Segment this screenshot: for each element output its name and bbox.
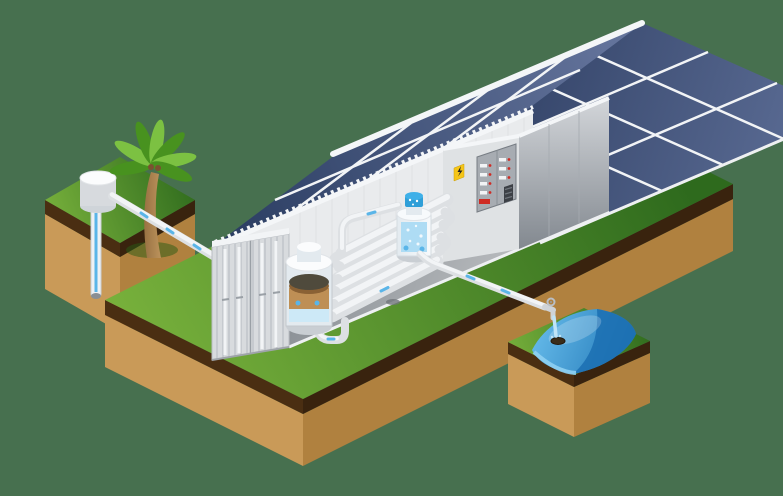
- door-lock-rods: [223, 241, 278, 355]
- breaker-labels: [480, 158, 506, 195]
- water-drop: [419, 246, 425, 252]
- water-drop: [295, 300, 301, 306]
- permeate-riser: [338, 202, 402, 254]
- clean-water-tank: [396, 192, 432, 263]
- splash: [550, 335, 554, 339]
- island-soil-left: [105, 300, 303, 414]
- tap-handwheel-hub: [550, 301, 552, 303]
- palm-trunk: [144, 172, 161, 258]
- pond-sand-left: [508, 354, 574, 437]
- tank-cap-top: [405, 192, 423, 200]
- breaker-indicators: [479, 158, 511, 204]
- container-doors: [211, 228, 290, 361]
- water-tap: [542, 297, 562, 339]
- bladder-fold: [532, 350, 577, 375]
- tank-cap-dots: [408, 198, 419, 206]
- media-filter-tank: [285, 242, 349, 344]
- inlet-hole: [550, 337, 566, 345]
- right-wall-rim: [518, 96, 610, 138]
- container-right-wall: [519, 98, 609, 249]
- palm-frond: [151, 161, 193, 182]
- door-bottom-edge: [211, 346, 290, 361]
- well-lid: [79, 170, 117, 186]
- filter-gravel-layer: [289, 274, 329, 290]
- filter-cap-top: [297, 242, 321, 252]
- feed-pipe: [108, 192, 222, 263]
- back-wall-serration: [214, 105, 534, 244]
- island-sand-right: [303, 199, 733, 466]
- bladder-sheen: [548, 315, 602, 345]
- borehole-pipe: [90, 207, 102, 299]
- riser-highlight: [340, 202, 400, 250]
- tank-bubbles: [406, 224, 423, 246]
- sticker-plate: [453, 163, 465, 182]
- membrane-vessel: [335, 193, 454, 260]
- door-top-rim: [212, 228, 289, 247]
- water-drop: [165, 227, 175, 235]
- feed-pipe-highlight: [109, 192, 221, 260]
- pond-soil-left: [508, 342, 574, 387]
- water-drop: [465, 274, 476, 281]
- water-drop: [500, 288, 511, 295]
- palm-tree: [109, 119, 197, 258]
- electrical-cabinet: [476, 143, 517, 213]
- water-bladder: [532, 309, 636, 375]
- partition-rim: [442, 134, 520, 151]
- pond-soil-right: [574, 341, 650, 387]
- tap-handwheel: [546, 297, 556, 307]
- splash: [558, 334, 562, 338]
- well-plot-soil-right: [120, 200, 195, 257]
- bladder-shade: [573, 309, 636, 374]
- outlet-pipe: [416, 250, 549, 311]
- ground-array-rail: [539, 137, 783, 245]
- borehole-tip: [91, 293, 101, 299]
- coconut: [148, 164, 154, 170]
- water-well: [79, 170, 117, 213]
- island-sand-left: [105, 315, 303, 466]
- tank-collar: [406, 205, 422, 215]
- ridge-beam: [330, 20, 645, 157]
- pond-sand-right: [574, 353, 650, 437]
- water-drop: [139, 211, 149, 219]
- water-drop: [314, 300, 320, 306]
- water-drop: [403, 245, 409, 251]
- back-wall-rim: [212, 108, 534, 250]
- palm-crown: [109, 119, 197, 182]
- roof-solar-array: [215, 25, 640, 245]
- roof-array-grid: [274, 57, 581, 214]
- filter-water-layer: [289, 308, 329, 322]
- storage-pond-plot: [508, 308, 650, 437]
- high-voltage-sticker: [453, 163, 465, 182]
- coconut: [155, 165, 161, 171]
- lightning-icon: [457, 166, 463, 177]
- well-plot-sand-left: [45, 214, 120, 332]
- floor-drain: [386, 299, 400, 305]
- palm-frond: [114, 140, 155, 167]
- water-drop: [379, 286, 390, 293]
- water-stream: [552, 315, 558, 338]
- water-drop: [366, 210, 377, 216]
- door-handles: [221, 291, 281, 301]
- water-drop: [192, 243, 202, 251]
- outlet-pipe-highlight: [418, 250, 547, 308]
